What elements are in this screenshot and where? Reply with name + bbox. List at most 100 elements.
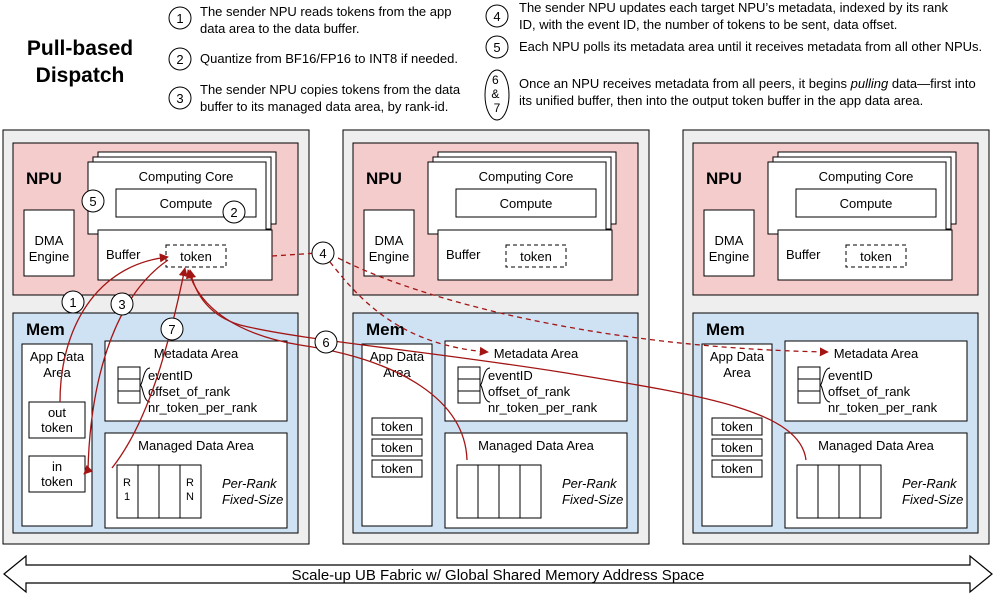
mem-label: Mem <box>26 320 65 339</box>
step-2-marker <box>168 47 192 71</box>
arrow-step-1 <box>59 253 169 403</box>
rank-slot-2 <box>817 464 840 519</box>
metadata-field-offset: offset_of_rank <box>828 384 911 399</box>
marker-5 <box>81 189 105 213</box>
step-3-number: 3 <box>176 91 183 106</box>
rank-slot-4 <box>859 464 882 519</box>
fabric-arrow <box>3 554 993 594</box>
step-6-7-text-pulling: pulling <box>850 76 889 91</box>
marker-1-label: 1 <box>69 295 76 310</box>
token-box-2 <box>371 438 423 457</box>
fixed-size-label: Fixed-Size <box>902 492 963 507</box>
arrow-step-7 <box>111 267 188 469</box>
compute-label: Compute <box>160 196 213 211</box>
step-1-line-2: data area to the data buffer. <box>200 21 360 36</box>
step-6-7-number: 6 & 7 <box>491 73 502 115</box>
app-data-label-line-1: App Data <box>30 349 85 364</box>
metadata-brace <box>139 367 151 403</box>
buffer-label: Buffer <box>786 247 821 262</box>
metadata-area-label: Metadata Area <box>154 346 239 361</box>
metadata-cell-1 <box>797 366 821 380</box>
fixed-size-label: Fixed-Size <box>562 492 623 507</box>
rank-last-label-r: R <box>186 477 194 489</box>
marker-3-label: 3 <box>118 297 125 312</box>
step-legend: 1 The sender NPU reads tokens from the a… <box>168 0 982 121</box>
npu-label: NPU <box>706 169 742 188</box>
token-box-label-3: token <box>381 461 413 476</box>
rank-first-label-num: 1 <box>124 491 130 503</box>
per-rank-label: Per-Rank <box>902 476 958 491</box>
marker-7-label: 7 <box>168 322 175 337</box>
computing-core-label: Computing Core <box>819 169 914 184</box>
dma-label-line-1: DMA <box>35 233 64 248</box>
arrow-step-4-line <box>271 252 319 257</box>
rank-slot-3 <box>838 464 861 519</box>
in-token-box <box>28 455 86 493</box>
buffer-token-label: token <box>860 249 892 264</box>
computing-core-label: Computing Core <box>139 169 234 184</box>
token-box-1 <box>711 417 763 436</box>
managed-data-area-label: Managed Data Area <box>138 438 254 453</box>
metadata-cell-1 <box>117 366 141 380</box>
metadata-cell-2 <box>797 378 821 392</box>
metadata-cell-1 <box>457 366 481 380</box>
metadata-field-offset: offset_of_rank <box>488 384 571 399</box>
compute-label: Compute <box>840 196 893 211</box>
compute-label: Compute <box>500 196 553 211</box>
step-2-number: 2 <box>176 52 183 67</box>
step-6-7-number-line-3: 7 <box>494 101 501 115</box>
fabric-label: Scale-up UB Fabric w/ Global Shared Memo… <box>292 567 705 584</box>
title-line-1: Pull-based <box>27 37 133 60</box>
rank-slot-1 <box>456 464 479 519</box>
metadata-field-nr-token: nr_token_per_rank <box>488 400 598 415</box>
metadata-cell-3 <box>457 390 481 404</box>
rank-slot-4 <box>519 464 542 519</box>
app-data-label-line-2: Area <box>43 365 71 380</box>
diagram-markers: 5 2 4 1 3 7 6 <box>61 189 338 354</box>
buffer-token-label: token <box>520 249 552 264</box>
metadata-field-nr-token: nr_token_per_rank <box>828 400 938 415</box>
mem-label: Mem <box>706 320 745 339</box>
step-4-marker <box>485 4 509 28</box>
step-2-line-1: Quantize from BF16/FP16 to INT8 if neede… <box>200 51 458 66</box>
step-1-marker <box>168 6 192 30</box>
dma-engine-box <box>703 209 755 277</box>
marker-1 <box>61 290 85 314</box>
in-token-label-line-1: in <box>52 459 62 474</box>
marker-3 <box>110 292 134 316</box>
out-token-label-line-2: token <box>41 420 73 435</box>
app-data-label-line-1: App Data <box>370 349 425 364</box>
dma-label-line-1: DMA <box>715 233 744 248</box>
per-rank-label: Per-Rank <box>222 476 278 491</box>
compute-box <box>795 188 937 218</box>
rank-slot-1 <box>796 464 819 519</box>
app-data-label-line-1: App Data <box>710 349 765 364</box>
buffer-token-box <box>845 244 907 268</box>
step-6-7-number-line-1: 6 <box>492 73 499 87</box>
buffer-label: Buffer <box>106 247 141 262</box>
per-rank-label: Per-Rank <box>562 476 618 491</box>
marker-6 <box>314 330 338 354</box>
mem-label: Mem <box>366 320 405 339</box>
token-box-label-1: token <box>381 419 413 434</box>
step-1-line-1: The sender NPU reads tokens from the app <box>200 4 451 19</box>
step-6-7-text-a: Once an NPU receives metadata from all p… <box>519 76 851 91</box>
dma-engine-box <box>23 209 75 277</box>
step-3-line-2: buffer to its managed data area, by rank… <box>200 99 448 114</box>
metadata-field-event-id: eventID <box>488 368 533 383</box>
arrow-metadata-node-2 <box>329 261 489 356</box>
buffer-token-label: token <box>180 249 212 264</box>
metadata-field-event-id: eventID <box>828 368 873 383</box>
dma-label-line-2: Engine <box>709 249 749 264</box>
app-data-label-line-2: Area <box>723 365 751 380</box>
token-box-3 <box>371 459 423 478</box>
metadata-field-offset: offset_of_rank <box>148 384 231 399</box>
metadata-brace <box>479 367 491 403</box>
out-token-box <box>28 401 86 439</box>
marker-4-label: 4 <box>319 246 326 261</box>
rank-slot-2 <box>477 464 500 519</box>
compute-box <box>455 188 597 218</box>
